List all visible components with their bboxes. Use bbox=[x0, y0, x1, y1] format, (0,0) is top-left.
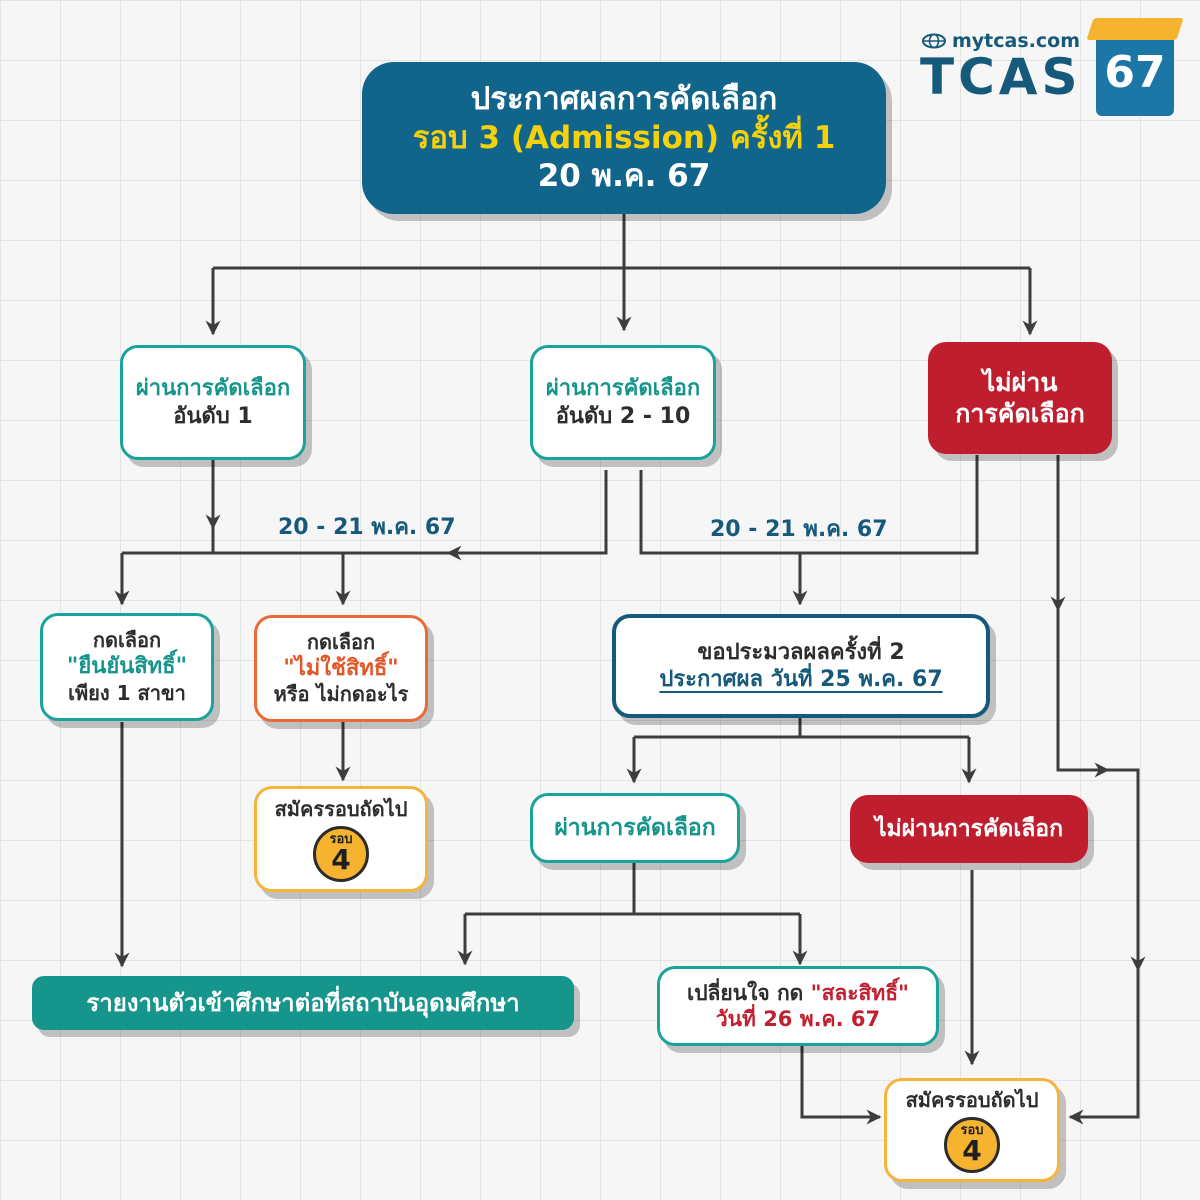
confirm-line1: กดเลือก bbox=[92, 628, 162, 653]
not-pass-line2: การคัดเลือก bbox=[955, 399, 1085, 428]
announcement-title: ประกาศผลการคัดเลือก bbox=[470, 80, 778, 117]
not-pass2-box: ไม่ผ่านการคัดเลือก bbox=[850, 795, 1088, 863]
not-pass2-label: ไม่ผ่านการคัดเลือก bbox=[874, 815, 1064, 842]
date-label-right: 20 - 21 พ.ค. 67 bbox=[710, 517, 888, 542]
rank2-10-rank: อันดับ 2 - 10 bbox=[555, 403, 691, 429]
decline-line2: "ไม่ใช้สิทธิ์" bbox=[283, 655, 399, 681]
rank2-10-box: ผ่านการคัดเลือก อันดับ 2 - 10 bbox=[530, 345, 716, 460]
not-pass-box: ไม่ผ่าน การคัดเลือก bbox=[928, 342, 1112, 454]
connector-top-to-rank1 bbox=[213, 266, 1030, 334]
confirm-line3: เพียง 1 สาขา bbox=[68, 680, 186, 705]
date-label-left: 20 - 21 พ.ค. 67 bbox=[278, 515, 456, 540]
next-round-label-1: สมัครรอบถัดไป bbox=[274, 796, 408, 821]
next-round-label-2: สมัครรอบถัดไป bbox=[905, 1087, 1039, 1112]
site-url: mytcas.com bbox=[952, 30, 1080, 52]
round-badge-2: รอบ 4 bbox=[944, 1116, 1000, 1173]
round-badge-1-number: 4 bbox=[331, 843, 351, 876]
change-mind-line1: เปลี่ยนใจ กด "สละสิทธิ์" bbox=[687, 980, 909, 1006]
announcement-date: 20 พ.ค. 67 bbox=[537, 158, 711, 195]
decline-box: กดเลือก "ไม่ใช้สิทธิ์" หรือ ไม่กดอะไร bbox=[254, 615, 428, 722]
pass2-box: ผ่านการคัดเลือก bbox=[530, 793, 740, 863]
connector-rank2-left bbox=[446, 470, 608, 561]
change-mind-text: เปลี่ยนใจ กด bbox=[687, 980, 811, 1005]
connector-notpass-long-3 bbox=[1108, 768, 1146, 972]
site-name: mytcas.com bbox=[922, 30, 1080, 52]
report-box: รายงานตัวเข้าศึกษาต่อที่สถาบันอุดมศึกษา bbox=[32, 976, 574, 1030]
process2-box: ขอประมวลผลครั้งที่ 2 ประกาศผล วันที่ 25 … bbox=[612, 614, 990, 718]
announcement-round: รอบ 3 (Admission) ครั้งที่ 1 bbox=[412, 119, 836, 156]
brand-text: TCAS bbox=[920, 48, 1082, 106]
rank1-box: ผ่านการคัดเลือก อันดับ 1 bbox=[120, 345, 306, 460]
rank2-10-status: ผ่านการคัดเลือก bbox=[545, 376, 701, 401]
next-round-box-1: สมัครรอบถัดไป รอบ 4 bbox=[254, 786, 428, 892]
connector-change-to-next bbox=[800, 1046, 882, 1125]
confirm-box: กดเลือก "ยืนยันสิทธิ์" เพียง 1 สาขา bbox=[40, 613, 214, 721]
report-label: รายงานตัวเข้าศึกษาต่อที่สถาบันอุดมศึกษา bbox=[86, 989, 520, 1017]
change-mind-date: วันที่ 26 พ.ค. 67 bbox=[715, 1007, 881, 1031]
connector-notpass-long-2 bbox=[1056, 610, 1110, 778]
next-round-box-2: สมัครรอบถัดไป รอบ 4 bbox=[884, 1078, 1060, 1182]
change-mind-box: เปลี่ยนใจ กด "สละสิทธิ์" วันที่ 26 พ.ค. … bbox=[657, 966, 939, 1046]
announcement-box: ประกาศผลการคัดเลือก รอบ 3 (Admission) คร… bbox=[362, 62, 886, 214]
round-badge-1-small: รอบ bbox=[329, 832, 353, 847]
process2-line2: ประกาศผล วันที่ 25 พ.ค. 67 bbox=[659, 667, 943, 692]
rank1-status: ผ่านการคัดเลือก bbox=[135, 376, 291, 401]
year-badge: 67 bbox=[1096, 28, 1174, 116]
not-pass-line1: ไม่ผ่าน bbox=[982, 367, 1058, 397]
tcas-logo: mytcas.com TCAS 67 bbox=[918, 22, 1188, 122]
decline-line3: หรือ ไม่กดอะไร bbox=[273, 682, 409, 707]
connector-process2-split bbox=[634, 718, 969, 782]
process2-line1: ขอประมวลผลครั้งที่ 2 bbox=[697, 639, 905, 665]
connector-pass2-split bbox=[465, 862, 800, 964]
globe-icon bbox=[922, 33, 946, 49]
round-badge-2-small: รอบ bbox=[960, 1123, 984, 1138]
connector-rank2-right bbox=[639, 455, 979, 555]
connector-notpass-long-4 bbox=[1068, 970, 1140, 1125]
confirm-line2: "ยืนยันสิทธิ์" bbox=[66, 654, 188, 680]
rank1-rank: อันดับ 1 bbox=[173, 403, 253, 429]
change-mind-action: "สละสิทธิ์" bbox=[810, 980, 909, 1005]
round-badge-1: รอบ 4 bbox=[313, 825, 369, 882]
year-text: 67 bbox=[1104, 46, 1166, 98]
decline-line1: กดเลือก bbox=[306, 629, 376, 654]
round-badge-2-number: 4 bbox=[962, 1134, 982, 1167]
pass2-label: ผ่านการคัดเลือก bbox=[554, 814, 716, 841]
